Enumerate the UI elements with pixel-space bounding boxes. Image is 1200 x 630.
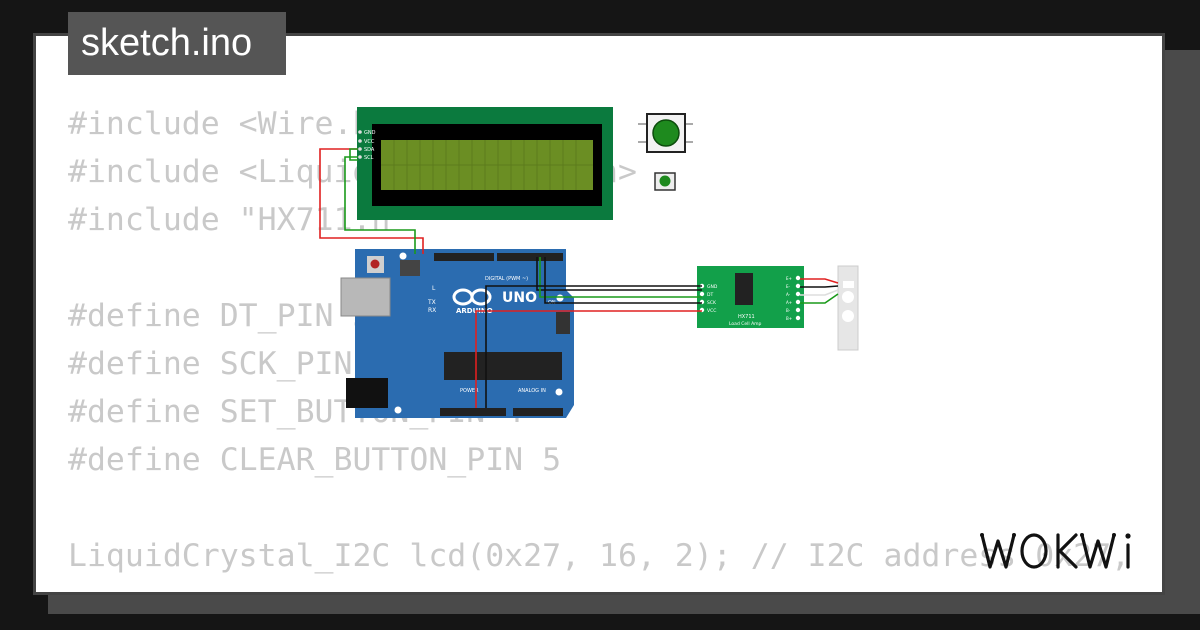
load-cell[interactable] <box>837 265 859 351</box>
arduino-brand-label: ARDUINO <box>456 307 493 315</box>
code-line: LiquidCrystal_I2C lcd(0x27, 16, 2); // I… <box>68 538 1131 574</box>
hx711-pin-label: A- <box>786 292 791 297</box>
clear-pushbutton[interactable] <box>654 172 676 191</box>
wires <box>319 148 839 408</box>
hx711-pin-label: A+ <box>786 300 792 305</box>
lcd-pin-label: SCL <box>364 155 374 161</box>
hx711-pin-label: VCC <box>707 308 716 314</box>
arduino-led-label: RX <box>428 307 436 314</box>
arduino-analog-header: ANALOG IN <box>518 388 546 394</box>
hx711-pin-label: E+ <box>786 276 792 281</box>
lcd-pin-label: SDA <box>364 147 375 153</box>
lcd-pin-label: VCC <box>364 139 375 145</box>
hx711-pin-label: E- <box>786 284 791 289</box>
hx711-subtitle: Load Cell Amp <box>729 321 762 327</box>
set-pushbutton[interactable] <box>638 113 693 153</box>
code-line: #define DT_PIN 3 <box>68 298 372 334</box>
arduino-power-header: POWER <box>460 388 479 394</box>
hx711-title: HX711 <box>738 314 755 320</box>
hx711-pin-label: DT <box>707 292 713 298</box>
hx711-pin-label: GND <box>707 284 718 290</box>
arduino-model-label: UNO <box>502 290 537 306</box>
file-tab[interactable]: sketch.ino <box>68 12 286 75</box>
code-line: #define CLEAR_BUTTON_PIN 5 <box>68 442 562 478</box>
arduino-uno-board[interactable] <box>340 249 574 418</box>
hx711-pin-label: SCK <box>707 300 717 306</box>
code-line: #define SCK_PIN 2 <box>68 346 391 382</box>
arduino-digital-header: DIGITAL (PWM ~) <box>485 276 528 282</box>
hx711-pin-label: B+ <box>786 316 792 321</box>
wokwi-logo <box>980 533 1131 569</box>
file-tab-label: sketch.ino <box>81 22 253 64</box>
arduino-led-label: TX <box>427 299 436 306</box>
hx711-pin-label: B- <box>786 308 791 313</box>
hx711-module[interactable] <box>697 266 804 328</box>
arduino-led-label: L <box>432 285 436 292</box>
lcd-display[interactable] <box>357 107 613 220</box>
lcd-pin-label: GND <box>364 130 376 136</box>
